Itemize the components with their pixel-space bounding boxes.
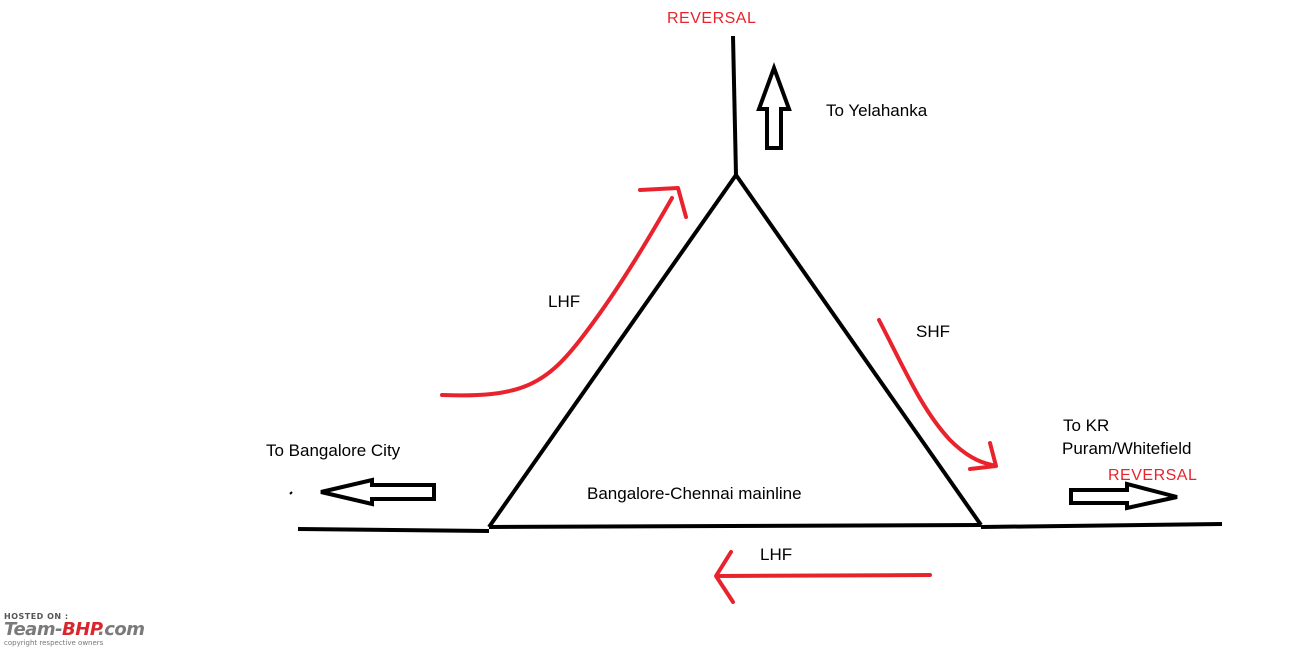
mainline-track-right bbox=[980, 522, 1223, 529]
arrow-up-icon bbox=[756, 62, 792, 150]
triangle-right-chord bbox=[734, 173, 983, 527]
triangle-left-chord bbox=[487, 173, 738, 529]
watermark-logo-bhp: BHP bbox=[62, 619, 98, 640]
mainline-label: Bangalore-Chennai mainline bbox=[587, 484, 802, 503]
watermark-logo-team: Team- bbox=[4, 619, 63, 640]
arrow-right-icon bbox=[1069, 481, 1178, 511]
lhf-route-arrow-bottom bbox=[716, 573, 932, 578]
lhf-label-left: LHF bbox=[548, 292, 581, 311]
watermark-hosted-on: HOSTED ON : bbox=[4, 612, 69, 621]
to-kr-puram-label-line1: To KR bbox=[1063, 416, 1110, 435]
lhf-arrowhead-left bbox=[638, 186, 688, 219]
lhf-label-bottom: LHF bbox=[760, 545, 793, 564]
to-yelahanka-label: To Yelahanka bbox=[826, 101, 928, 120]
shf-arrowhead-right bbox=[968, 441, 998, 471]
watermark-logo-com: .com bbox=[97, 619, 145, 640]
watermark-copyright: copyright respective owners bbox=[4, 639, 104, 647]
stray-mark bbox=[289, 491, 293, 495]
arrow-left-icon bbox=[320, 477, 436, 507]
shf-route-arrow-right bbox=[877, 318, 994, 467]
shf-label: SHF bbox=[916, 322, 950, 341]
mainline-track-left bbox=[297, 527, 490, 533]
lhf-route-arrow-left bbox=[440, 196, 674, 398]
yelahanka-stub-track bbox=[731, 35, 738, 176]
triangle-base-track bbox=[488, 523, 982, 529]
to-bangalore-city-label: To Bangalore City bbox=[266, 441, 401, 460]
watermark: HOSTED ON : Team-BHP.com copyright respe… bbox=[4, 612, 194, 647]
watermark-logo: Team-BHP.com bbox=[4, 621, 194, 639]
lhf-arrowhead-bottom bbox=[714, 550, 735, 604]
to-kr-puram-label-line2: Puram/Whitefield bbox=[1062, 439, 1192, 458]
reversal-label-top: REVERSAL bbox=[667, 10, 757, 27]
reversal-label-right: REVERSAL bbox=[1108, 467, 1198, 484]
